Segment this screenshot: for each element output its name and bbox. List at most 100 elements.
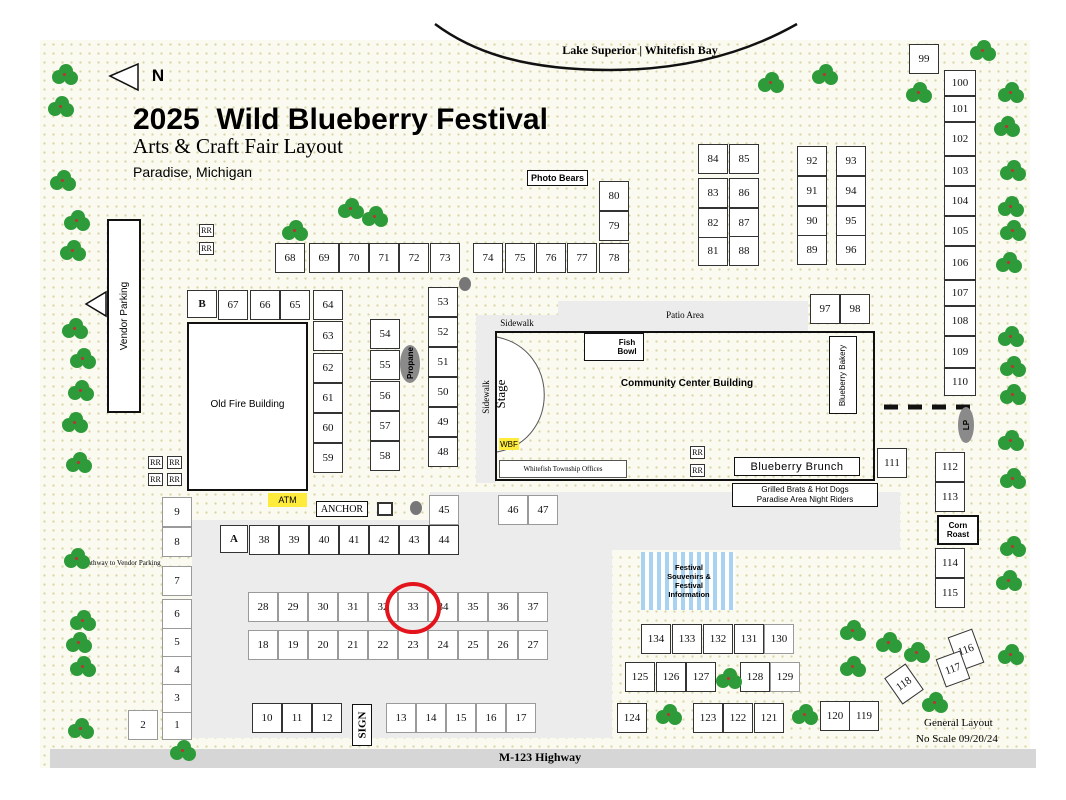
booth-23[interactable]: 23	[398, 630, 428, 660]
booth-127[interactable]: 127	[686, 662, 716, 692]
booth-21[interactable]: 21	[338, 630, 368, 660]
booth-37[interactable]: 37	[518, 592, 548, 622]
booth-52[interactable]: 52	[428, 317, 458, 347]
booth-79[interactable]: 79	[599, 211, 629, 241]
booth-99[interactable]: 99	[909, 44, 939, 74]
booth-10[interactable]: 10	[252, 703, 282, 733]
booth-1[interactable]: 1	[162, 710, 192, 740]
booth-113[interactable]: 113	[935, 482, 965, 512]
booth-74[interactable]: 74	[473, 243, 503, 273]
booth-88[interactable]: 88	[729, 236, 759, 266]
booth-123[interactable]: 123	[693, 703, 723, 733]
booth-20[interactable]: 20	[308, 630, 338, 660]
booth-134[interactable]: 134	[641, 624, 671, 654]
booth-129[interactable]: 129	[770, 662, 800, 692]
booth-83[interactable]: 83	[698, 178, 728, 208]
booth-59[interactable]: 59	[313, 443, 343, 473]
booth-104[interactable]: 104	[944, 186, 976, 216]
booth-62[interactable]: 62	[313, 353, 343, 383]
booth-69[interactable]: 69	[309, 243, 339, 273]
booth-5[interactable]: 5	[162, 627, 192, 657]
booth-13[interactable]: 13	[386, 703, 416, 733]
booth-84[interactable]: 84	[698, 144, 728, 174]
booth-32[interactable]: 32	[368, 592, 398, 622]
booth-30[interactable]: 30	[308, 592, 338, 622]
booth-17[interactable]: 17	[506, 703, 536, 733]
booth-19[interactable]: 19	[278, 630, 308, 660]
booth-27[interactable]: 27	[518, 630, 548, 660]
booth-4[interactable]: 4	[162, 655, 192, 685]
booth-77[interactable]: 77	[567, 243, 597, 273]
booth-3[interactable]: 3	[162, 683, 192, 713]
booth-130[interactable]: 130	[764, 624, 794, 654]
booth-16[interactable]: 16	[476, 703, 506, 733]
booth-64[interactable]: 64	[313, 290, 343, 320]
booth-a[interactable]: A	[220, 525, 248, 553]
booth-121[interactable]: 121	[754, 703, 784, 733]
booth-102[interactable]: 102	[944, 122, 976, 156]
booth-50[interactable]: 50	[428, 377, 458, 407]
booth-111[interactable]: 111	[877, 448, 907, 478]
booth-58[interactable]: 58	[370, 441, 400, 471]
booth-91[interactable]: 91	[797, 176, 827, 206]
booth-128[interactable]: 128	[740, 662, 770, 692]
booth-80[interactable]: 80	[599, 181, 629, 211]
booth-126[interactable]: 126	[656, 662, 686, 692]
booth-124[interactable]: 124	[617, 703, 647, 733]
booth-125[interactable]: 125	[625, 662, 655, 692]
booth-39[interactable]: 39	[279, 525, 309, 555]
booth-49[interactable]: 49	[428, 407, 458, 437]
booth-131[interactable]: 131	[734, 624, 764, 654]
booth-b[interactable]: B	[187, 290, 217, 318]
booth-47[interactable]: 47	[528, 495, 558, 525]
booth-66[interactable]: 66	[250, 290, 280, 320]
booth-60[interactable]: 60	[313, 413, 343, 443]
booth-15[interactable]: 15	[446, 703, 476, 733]
booth-106[interactable]: 106	[944, 246, 976, 280]
booth-35[interactable]: 35	[458, 592, 488, 622]
booth-70[interactable]: 70	[339, 243, 369, 273]
booth-96[interactable]: 96	[836, 235, 866, 265]
booth-26[interactable]: 26	[488, 630, 518, 660]
booth-115[interactable]: 115	[935, 578, 965, 608]
booth-72[interactable]: 72	[399, 243, 429, 273]
booth-51[interactable]: 51	[428, 347, 458, 377]
booth-71[interactable]: 71	[369, 243, 399, 273]
booth-76[interactable]: 76	[536, 243, 566, 273]
booth-86[interactable]: 86	[729, 178, 759, 208]
booth-97[interactable]: 97	[810, 294, 840, 324]
booth-103[interactable]: 103	[944, 156, 976, 186]
booth-82[interactable]: 82	[698, 208, 728, 238]
booth-18[interactable]: 18	[248, 630, 278, 660]
booth-132[interactable]: 132	[703, 624, 733, 654]
booth-105[interactable]: 105	[944, 216, 976, 246]
booth-7[interactable]: 7	[162, 566, 192, 596]
booth-38[interactable]: 38	[249, 525, 279, 555]
booth-11[interactable]: 11	[282, 703, 312, 733]
booth-94[interactable]: 94	[836, 176, 866, 206]
booth-24[interactable]: 24	[428, 630, 458, 660]
booth-34[interactable]: 34	[428, 592, 458, 622]
booth-46[interactable]: 46	[498, 495, 528, 525]
booth-107[interactable]: 107	[944, 280, 976, 306]
booth-73[interactable]: 73	[430, 243, 460, 273]
booth-2[interactable]: 2	[128, 710, 158, 740]
booth-133[interactable]: 133	[672, 624, 702, 654]
booth-65[interactable]: 65	[280, 290, 310, 320]
booth-43[interactable]: 43	[399, 525, 429, 555]
booth-109[interactable]: 109	[944, 336, 976, 368]
booth-6[interactable]: 6	[162, 599, 192, 629]
booth-40[interactable]: 40	[309, 525, 339, 555]
booth-85[interactable]: 85	[729, 144, 759, 174]
booth-89[interactable]: 89	[797, 235, 827, 265]
booth-54[interactable]: 54	[370, 319, 400, 349]
booth-8[interactable]: 8	[162, 527, 192, 557]
booth-92[interactable]: 92	[797, 146, 827, 176]
booth-36[interactable]: 36	[488, 592, 518, 622]
booth-12[interactable]: 12	[312, 703, 342, 733]
booth-101[interactable]: 101	[944, 96, 976, 122]
booth-55[interactable]: 55	[370, 350, 400, 380]
booth-120[interactable]: 120	[820, 701, 850, 731]
booth-48[interactable]: 48	[428, 437, 458, 467]
booth-122[interactable]: 122	[723, 703, 753, 733]
